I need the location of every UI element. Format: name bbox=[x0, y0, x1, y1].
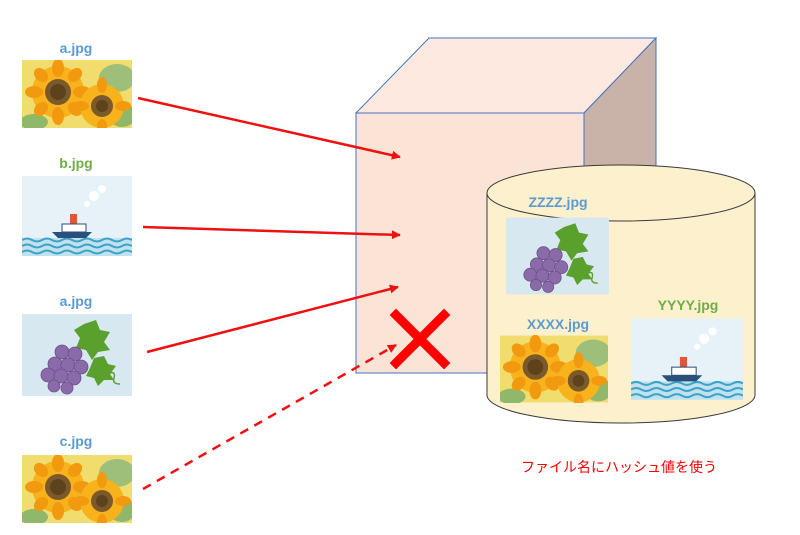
stored-file-label: YYYY.jpg bbox=[658, 297, 719, 313]
boat-image bbox=[631, 318, 743, 400]
arrow-rejected-dashed bbox=[142, 343, 397, 491]
boat-image bbox=[22, 176, 132, 256]
red-x-icon bbox=[389, 308, 451, 370]
source-file-label: b.jpg bbox=[59, 155, 92, 171]
caption-text: ファイル名にハッシュ値を使う bbox=[521, 459, 717, 476]
sunflower-image bbox=[22, 455, 132, 523]
sunflower-image bbox=[500, 335, 608, 403]
source-file-label: c.jpg bbox=[60, 433, 93, 449]
stored-file-label: ZZZZ.jpg bbox=[528, 194, 587, 210]
grapes-image bbox=[506, 216, 609, 296]
grapes-image bbox=[22, 314, 132, 396]
sunflower-image bbox=[22, 60, 132, 128]
cylinder-top bbox=[486, 164, 756, 222]
arrow-accepted bbox=[142, 225, 401, 240]
source-file-label: a.jpg bbox=[60, 40, 93, 56]
source-file-label: a.jpg bbox=[60, 293, 93, 309]
arrow-accepted bbox=[137, 96, 401, 160]
arrow-accepted bbox=[146, 284, 399, 354]
stored-file-label: XXXX.jpg bbox=[527, 316, 589, 332]
